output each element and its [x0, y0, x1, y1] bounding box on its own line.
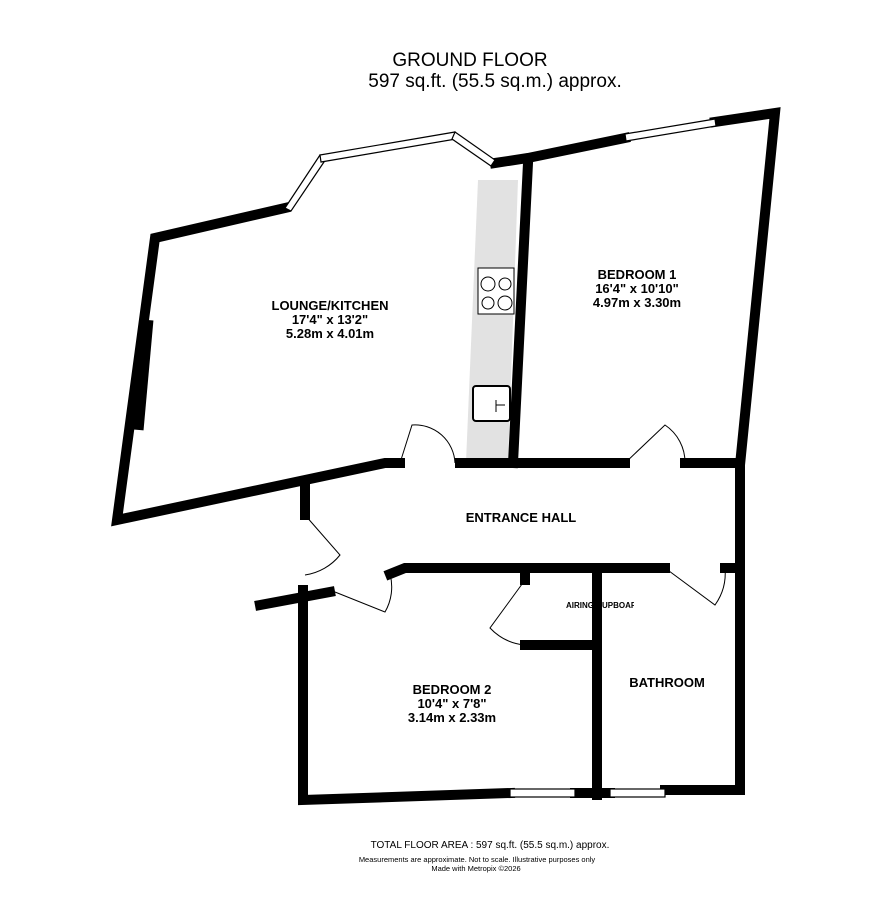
- room-name: BEDROOM 2: [412, 682, 492, 697]
- room-size-metric: 5.28m x 4.01m: [285, 326, 375, 341]
- room-name: LOUNGE/KITCHEN: [271, 298, 389, 313]
- doors: [304, 424, 726, 646]
- credit: Made with Metropix ©2026: [431, 864, 521, 873]
- room-size-metric: 4.97m x 3.30m: [592, 295, 682, 310]
- total-floor-area: TOTAL FLOOR AREA : 597 sq.ft. (55.5 sq.m…: [370, 840, 610, 851]
- windows: [284, 118, 717, 798]
- room-size-imperial: 16'4" x 10'10": [595, 281, 679, 296]
- room-bathroom: BATHROOM: [629, 675, 705, 690]
- sink-icon: [472, 385, 511, 422]
- hob-icon: [477, 267, 515, 315]
- room-airing-cupboard: AIRING CUPBOARD: [566, 601, 634, 610]
- room-size-imperial: 17'4" x 13'2": [291, 312, 369, 327]
- disclaimer: Measurements are approximate. Not to sca…: [358, 855, 596, 864]
- room-size-imperial: 10'4" x 7'8": [417, 696, 487, 711]
- room-lounge-kitchen: LOUNGE/KITCHEN 17'4" x 13'2" 5.28m x 4.0…: [272, 299, 389, 341]
- room-bedroom-1: BEDROOM 1 16'4" x 10'10" 4.97m x 3.30m: [593, 268, 681, 310]
- room-entrance-hall: ENTRANCE HALL: [465, 510, 577, 525]
- room-size-metric: 3.14m x 2.33m: [407, 710, 497, 725]
- floor-area: 597 sq.ft. (55.5 sq.m.) approx.: [368, 71, 622, 92]
- floor-title: GROUND FLOOR: [392, 50, 548, 71]
- room-name: BEDROOM 1: [597, 267, 677, 282]
- room-bedroom-2: BEDROOM 2 10'4" x 7'8" 3.14m x 2.33m: [408, 683, 496, 725]
- walls: [111, 107, 781, 806]
